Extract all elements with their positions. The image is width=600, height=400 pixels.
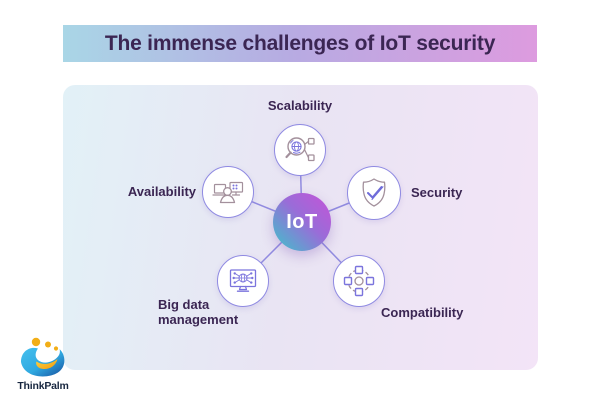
magnifier-globe-icon <box>285 137 315 162</box>
page-title: The immense challenges of IoT security <box>104 31 496 55</box>
connected-modules-icon <box>343 265 375 297</box>
shield-check-icon <box>362 178 386 207</box>
label-security: Security <box>411 185 463 200</box>
node-security <box>347 166 401 220</box>
label-compatibility: Compatibility <box>381 305 464 320</box>
thinkpalm-wave-icon <box>21 337 65 377</box>
node-compatibility <box>333 255 385 307</box>
label-big-data-management: Big data management <box>158 297 239 327</box>
node-big-data-management <box>217 255 269 307</box>
label-scalability: Scalability <box>267 98 333 113</box>
node-scalability <box>274 124 326 176</box>
title-banner: The immense challenges of IoT security <box>63 25 537 62</box>
monitor-network-icon <box>229 269 257 292</box>
iot-center-node: IoT <box>273 193 331 251</box>
iot-label: IoT <box>286 210 318 233</box>
person-devices-icon <box>212 181 244 204</box>
brand-logo: ThinkPalm <box>13 334 73 392</box>
brand-name: ThinkPalm <box>17 380 69 392</box>
node-availability <box>202 166 254 218</box>
label-availability: Availability <box>127 184 196 199</box>
